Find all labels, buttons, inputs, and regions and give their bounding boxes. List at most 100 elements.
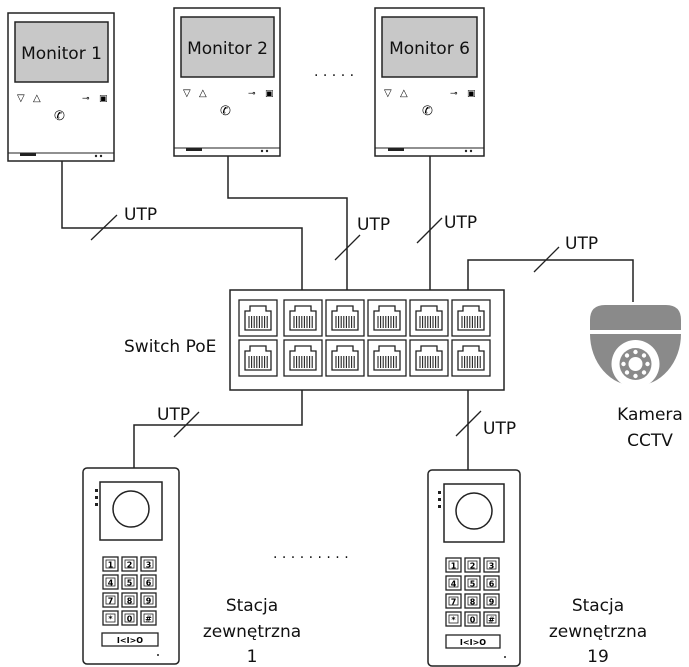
outdoor-station-19: 1 2 3 4 5 6 7 8 9 * 0 # I<I>O bbox=[427, 469, 521, 667]
monitor-2-screen bbox=[180, 16, 275, 78]
rj45-port bbox=[367, 339, 407, 377]
keypad-key: # bbox=[483, 611, 500, 627]
phone-icon: ✆ bbox=[422, 104, 433, 119]
nameplate bbox=[445, 634, 501, 649]
utp-label-station-19: UTP bbox=[483, 419, 516, 439]
utp-label-station-1: UTP bbox=[157, 405, 190, 425]
station-1-label-line1: Stacja bbox=[226, 596, 278, 616]
camera-icon bbox=[455, 492, 493, 530]
keypad-key: 7 bbox=[445, 593, 462, 609]
keypad-key: 6 bbox=[140, 574, 157, 590]
monitor-1: Monitor 1 ▽ △ ⊸ ▣ ✆ bbox=[7, 12, 115, 162]
station-ellipsis: . . . . . . . . . bbox=[273, 546, 349, 562]
down-arrow-icon: ▽ bbox=[384, 88, 392, 99]
keypad-key: 4 bbox=[102, 574, 119, 590]
cables bbox=[61, 156, 634, 470]
nameplate-label: I<I>O bbox=[460, 638, 486, 647]
keypad: 1 2 3 4 5 6 7 8 9 * 0 # bbox=[102, 556, 157, 626]
rj45-port bbox=[409, 299, 449, 337]
keypad-key-label: 7 bbox=[108, 597, 114, 606]
keypad-key: 5 bbox=[464, 575, 481, 591]
keypad: 1 2 3 4 5 6 7 8 9 * 0 # bbox=[445, 557, 500, 627]
keypad-key-label: 1 bbox=[451, 562, 457, 571]
rj45-port bbox=[325, 299, 365, 337]
keypad-key-label: 2 bbox=[127, 561, 133, 570]
camera-label-line2: CCTV bbox=[627, 431, 673, 451]
monitor-6-label: Monitor 6 bbox=[389, 39, 470, 59]
keypad-key-label: 0 bbox=[470, 616, 476, 625]
keypad-key: 7 bbox=[102, 592, 119, 608]
menu-icon: ▣ bbox=[467, 89, 476, 99]
keypad-key: * bbox=[102, 610, 119, 626]
rj45-port bbox=[451, 339, 491, 377]
rj45-port bbox=[283, 299, 323, 337]
station-19-label-line2: zewnętrzna bbox=[549, 622, 647, 642]
keypad-key-label: 9 bbox=[489, 598, 495, 607]
cable-monitor-2 bbox=[227, 156, 348, 292]
keypad-key: 8 bbox=[464, 593, 481, 609]
keypad-key-label: 3 bbox=[146, 561, 152, 570]
keypad-key: * bbox=[445, 611, 462, 627]
down-arrow-icon: ▽ bbox=[183, 88, 191, 99]
keypad-key-label: * bbox=[451, 616, 456, 625]
cable-slash-marks bbox=[90, 214, 560, 438]
rj45-port bbox=[283, 339, 323, 377]
keypad-key-label: 5 bbox=[470, 580, 476, 589]
nameplate-label: I<I>O bbox=[117, 636, 143, 645]
keypad-key: 2 bbox=[464, 557, 481, 573]
keypad-key-label: 4 bbox=[108, 579, 114, 588]
utp-label-monitor-2: UTP bbox=[357, 215, 390, 235]
keypad-key-label: 1 bbox=[108, 561, 114, 570]
poe-switch bbox=[229, 289, 505, 391]
switch-ports bbox=[238, 299, 491, 377]
phone-icon: ✆ bbox=[54, 109, 65, 124]
keypad-key-label: # bbox=[488, 616, 495, 625]
utp-label-camera: UTP bbox=[565, 234, 598, 254]
keypad-key: 5 bbox=[121, 574, 138, 590]
station-1-label-line2: zewnętrzna bbox=[203, 622, 301, 642]
keypad-key-label: 5 bbox=[127, 579, 133, 588]
station-1-label-line3: 1 bbox=[247, 647, 258, 667]
keypad-key-label: * bbox=[108, 615, 113, 624]
keypad-key: 1 bbox=[102, 556, 119, 572]
keypad-key-label: 2 bbox=[470, 562, 476, 571]
menu-icon: ▣ bbox=[265, 89, 274, 99]
monitor-1-label: Monitor 1 bbox=[21, 44, 102, 64]
keypad-key-label: 8 bbox=[470, 598, 476, 607]
utp-label-monitor-6: UTP bbox=[444, 213, 477, 233]
menu-icon: ▣ bbox=[99, 94, 108, 104]
down-arrow-icon: ▽ bbox=[17, 93, 25, 104]
keypad-key: 6 bbox=[483, 575, 500, 591]
keypad-key-label: 7 bbox=[451, 598, 457, 607]
keypad-key: 4 bbox=[445, 575, 462, 591]
keypad-key-label: 6 bbox=[489, 580, 495, 589]
utp-label-monitor-1: UTP bbox=[124, 205, 157, 225]
keypad-key-label: 8 bbox=[127, 597, 133, 606]
keypad-key: 2 bbox=[121, 556, 138, 572]
rj45-port bbox=[451, 299, 491, 337]
keypad-key-label: 9 bbox=[146, 597, 152, 606]
keypad-key: 3 bbox=[140, 556, 157, 572]
rj45-port bbox=[238, 339, 278, 377]
station-19-label-line3: 19 bbox=[587, 647, 609, 667]
up-arrow-icon: △ bbox=[199, 88, 207, 99]
monitor-ellipsis: . . . . . bbox=[314, 64, 354, 80]
monitor-6-screen bbox=[381, 16, 478, 78]
phone-icon: ✆ bbox=[220, 104, 231, 119]
keypad-key-label: 3 bbox=[489, 562, 495, 571]
cable-station-1 bbox=[133, 372, 303, 468]
keypad-key-label: 4 bbox=[451, 580, 457, 589]
up-arrow-icon: △ bbox=[33, 93, 41, 104]
keypad-key-label: # bbox=[145, 615, 152, 624]
cable-camera bbox=[467, 259, 634, 302]
keypad-key-label: 6 bbox=[146, 579, 152, 588]
rj45-port bbox=[238, 299, 278, 337]
rj45-port bbox=[325, 339, 365, 377]
switch-label: Switch PoE bbox=[124, 337, 216, 357]
keypad-key-label: 0 bbox=[127, 615, 133, 624]
cable-monitor-1 bbox=[61, 161, 303, 292]
monitor-2: Monitor 2 ▽ △ ⊸ ▣ ✆ bbox=[173, 7, 281, 157]
keypad-key: # bbox=[140, 610, 157, 626]
keypad-key: 9 bbox=[140, 592, 157, 608]
